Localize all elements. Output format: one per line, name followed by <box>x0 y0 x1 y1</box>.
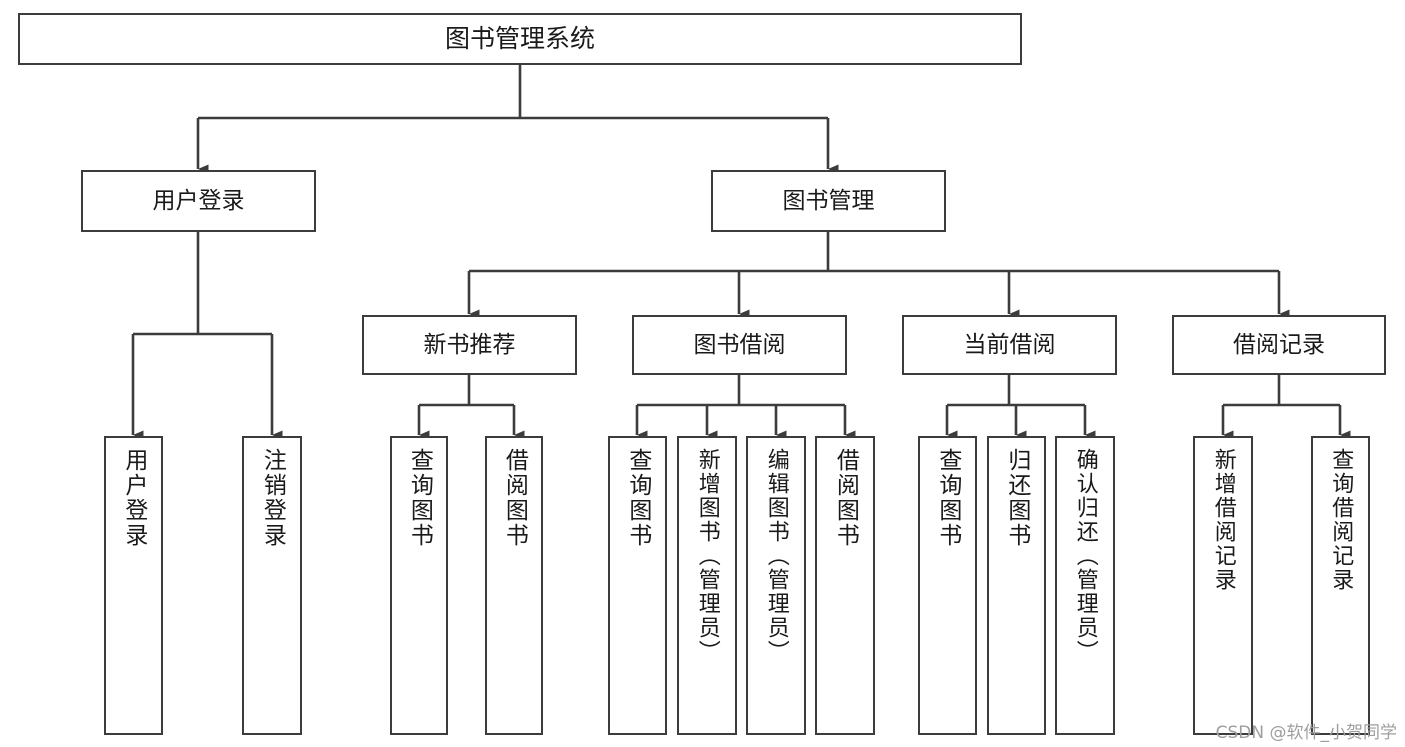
node-leaf-node-4-查询图书[interactable]: 查询图书 <box>608 436 667 735</box>
node-leaf-node-6-编辑图书管理员[interactable]: 编辑图书（管理员） <box>746 436 806 735</box>
node-leaf-node-0-用户登录[interactable]: 用户登录 <box>104 436 163 735</box>
node-level3-node-1-图书借阅[interactable]: 图书借阅 <box>632 315 847 375</box>
node-leaf-node-5-新增图书管理员[interactable]: 新增图书（管理员） <box>677 436 737 735</box>
node-leaf-node-8-查询图书[interactable]: 查询图书 <box>918 436 977 735</box>
node-leaf-node-7-借阅图书[interactable]: 借阅图书 <box>815 436 875 735</box>
node-level3-node-3-借阅记录[interactable]: 借阅记录 <box>1172 315 1386 375</box>
node-level3-node-0-新书推荐[interactable]: 新书推荐 <box>362 315 577 375</box>
node-leaf-node-3-借阅图书[interactable]: 借阅图书 <box>485 436 543 735</box>
node-root-book-management-system[interactable]: 图书管理系统 <box>18 13 1022 65</box>
node-leaf-node-12-查询借阅记录[interactable]: 查询借阅记录 <box>1311 436 1370 735</box>
node-leaf-node-1-注销登录[interactable]: 注销登录 <box>242 436 302 735</box>
node-leaf-node-9-归还图书[interactable]: 归还图书 <box>987 436 1046 735</box>
node-level2-node-0-用户登录[interactable]: 用户登录 <box>81 170 316 232</box>
watermark-text: CSDN @软件_小贺同学 <box>1215 723 1397 743</box>
node-level3-node-2-当前借阅[interactable]: 当前借阅 <box>902 315 1117 375</box>
node-level2-node-1-图书管理[interactable]: 图书管理 <box>711 170 946 232</box>
node-leaf-node-2-查询图书[interactable]: 查询图书 <box>390 436 448 735</box>
node-leaf-node-10-确认归还管理员[interactable]: 确认归还（管理员） <box>1055 436 1115 735</box>
node-leaf-node-11-新增借阅记录[interactable]: 新增借阅记录 <box>1193 436 1253 735</box>
